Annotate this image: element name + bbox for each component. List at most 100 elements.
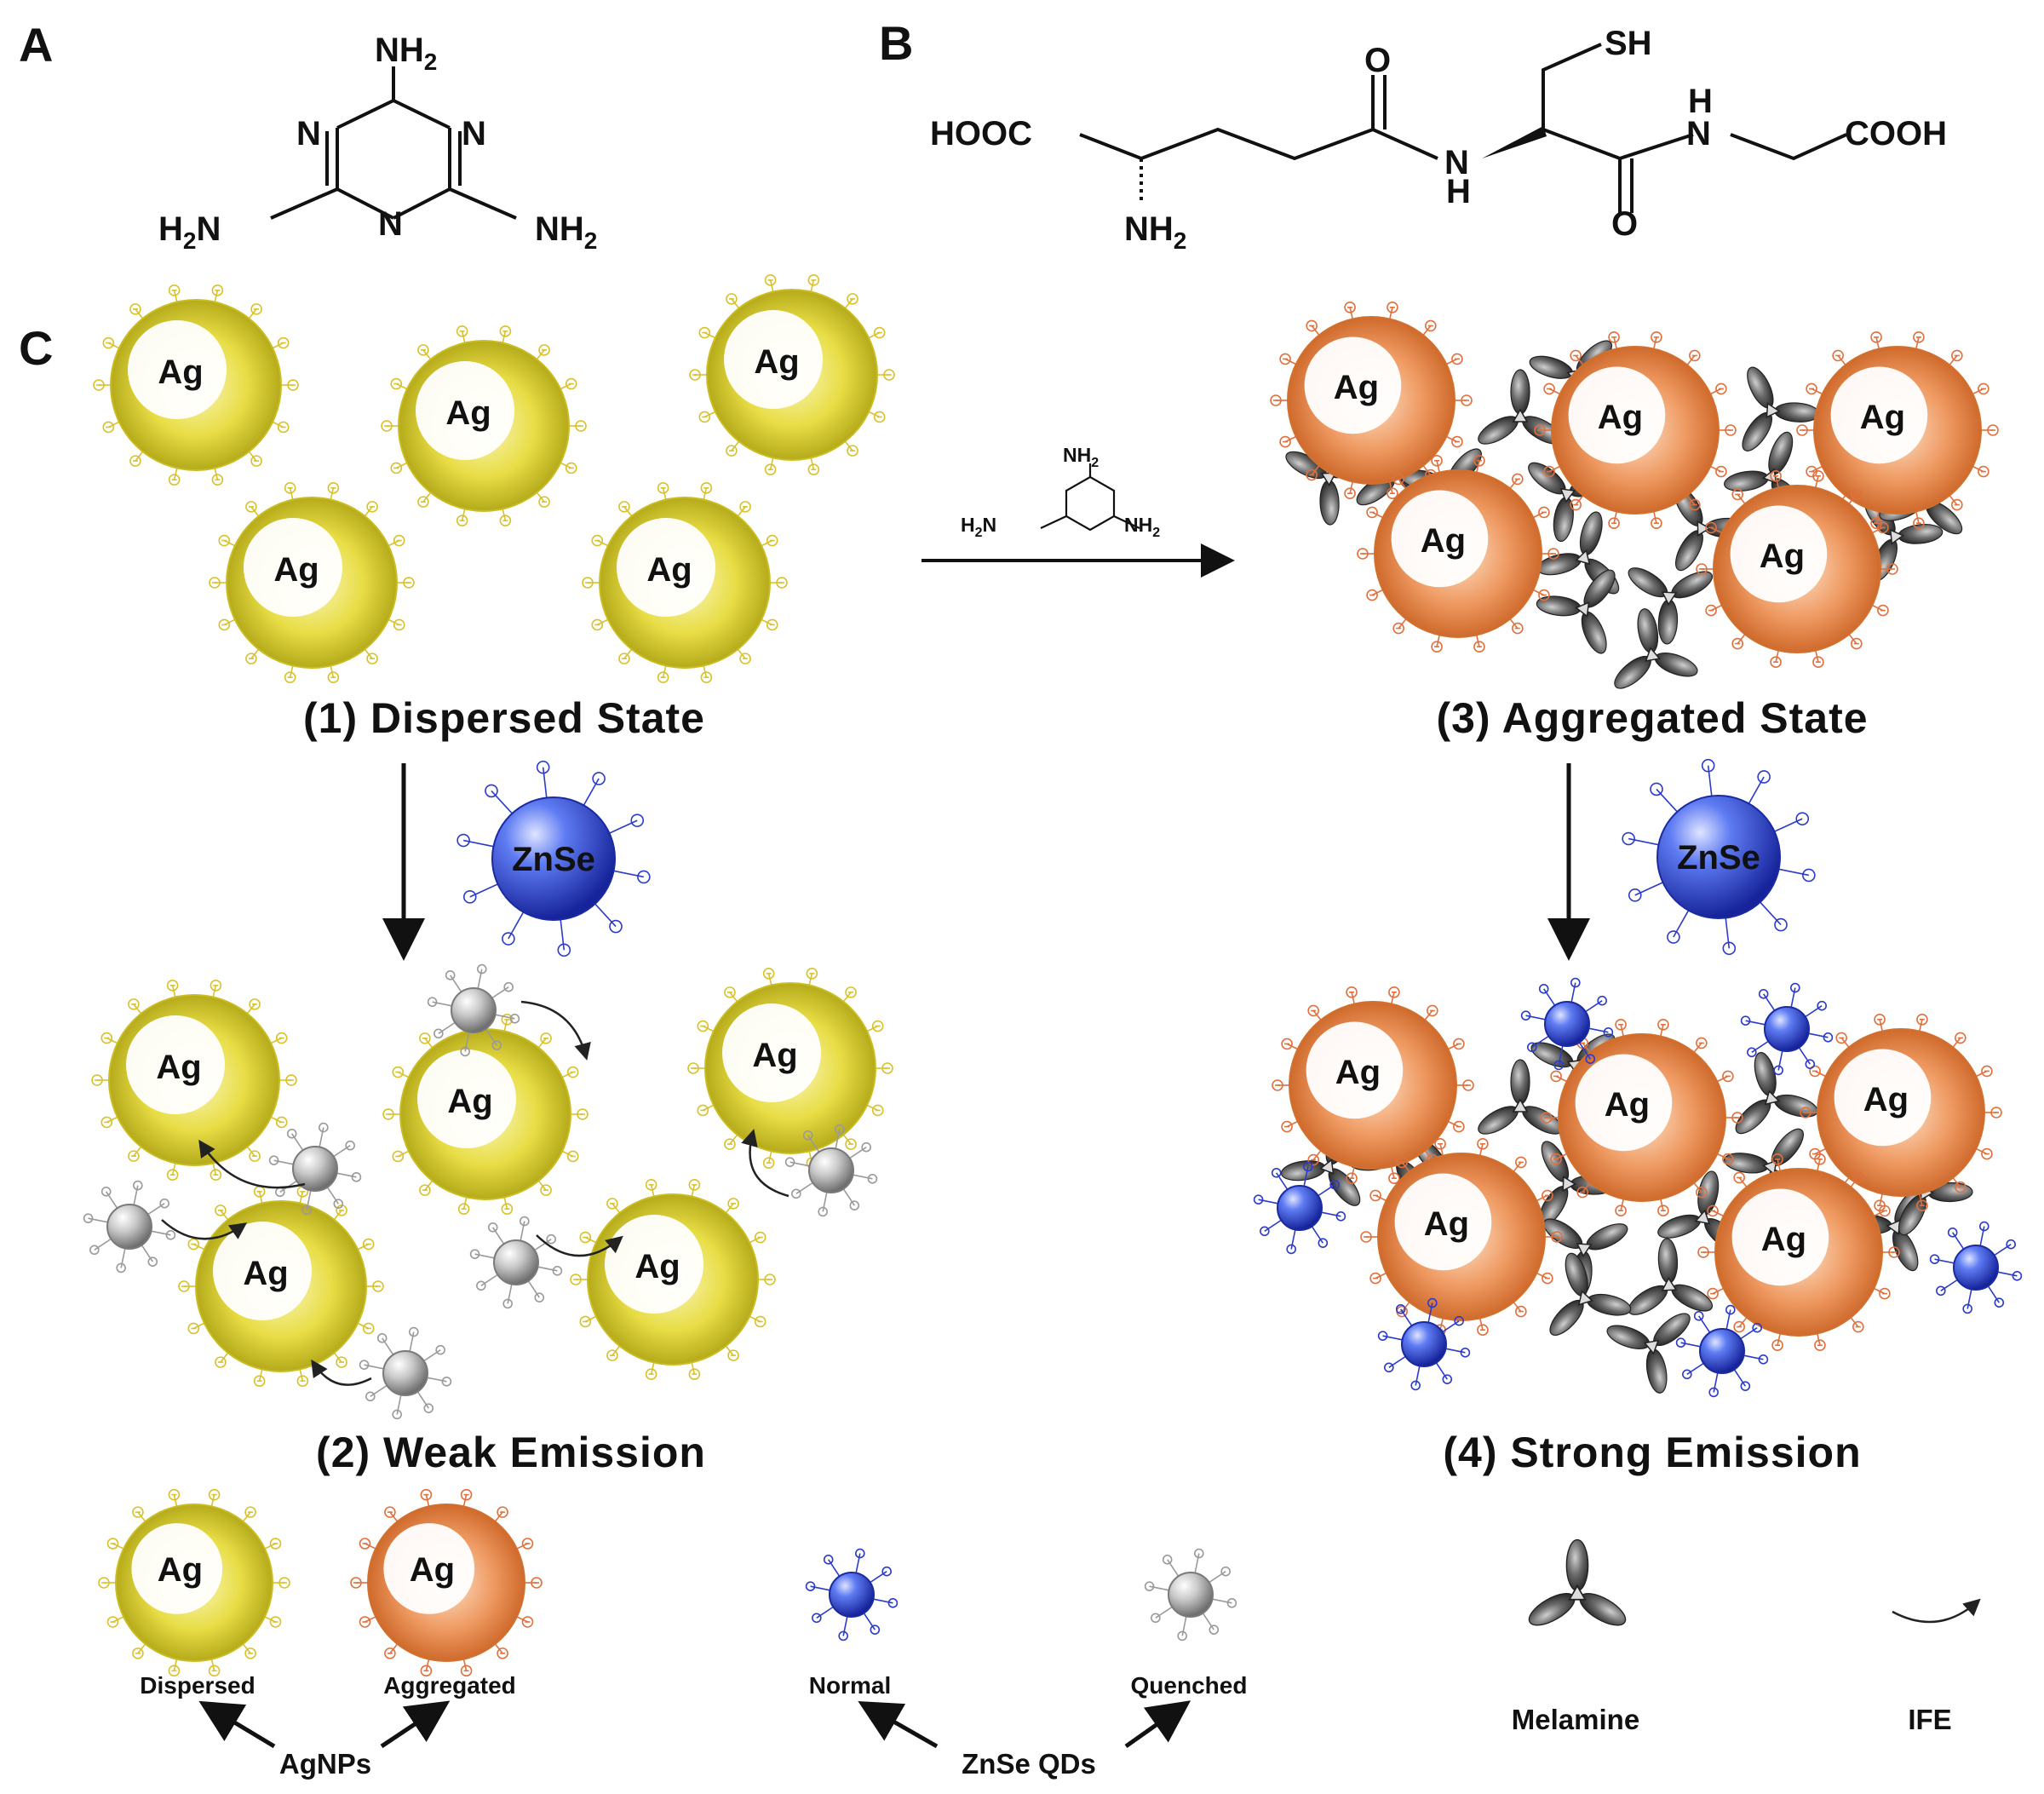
legend-arrow-aggregated (380, 1700, 451, 1749)
znse-label: ZnSe (1677, 839, 1760, 877)
legend-ife-label: IFE (1908, 1704, 1951, 1735)
quenched-qd (469, 1216, 563, 1309)
ag-label: Ag (1598, 399, 1643, 436)
ag-label: Ag (445, 394, 491, 432)
aggregated-agnp: Ag (1357, 455, 1559, 653)
melamine-molecule (1536, 511, 1620, 595)
legend-arrow-dispersed (198, 1700, 276, 1749)
ag-label: Ag (1424, 1205, 1469, 1243)
aggregated-agnp: Ag (1360, 1138, 1563, 1336)
ag-label: Ag (158, 1551, 203, 1589)
ag-label: Ag (752, 1037, 797, 1074)
normal-qd (1740, 982, 1834, 1076)
mini-melamine-structure: NH2 H2N NH2 (961, 444, 1160, 540)
melamine-molecule (1549, 1252, 1632, 1336)
ag-label: Ag (1605, 1086, 1650, 1124)
mini-melamine-n-right: NH2 (1124, 514, 1160, 540)
quenched-qd (784, 1124, 878, 1217)
legend-melamine-molecule (1528, 1538, 1627, 1626)
legend-quenched-label: Quenched (1131, 1672, 1248, 1699)
ag-label: Ag (1421, 522, 1466, 560)
gsh-nh2: NH2 (1124, 210, 1186, 254)
dispersed-agnp: Ag (582, 482, 788, 683)
ife-arrow (161, 1219, 248, 1240)
gsh-o-top: O (1364, 42, 1391, 79)
dispersed-agnp: Ag (570, 1179, 776, 1380)
melamine-ring-n-bottom: N (378, 205, 403, 243)
gsh-o-bottom: O (1611, 205, 1638, 243)
aggregated-agnp: Ag (1534, 331, 1737, 529)
melamine-n-top: NH2 (375, 32, 437, 75)
legend-dispersed-label: Dispersed (140, 1672, 255, 1699)
legend-arrow-quenched (1124, 1700, 1191, 1749)
ife-arrow (198, 1139, 306, 1189)
dispersed-agnp: Ag (178, 1186, 384, 1387)
legend-ife-arrow (1892, 1598, 1981, 1624)
ag-label: Ag (447, 1083, 492, 1120)
legend-melamine-label: Melamine (1512, 1704, 1639, 1735)
glutathione-structure: HOOC NH2 O N H SH O H N COOH (930, 25, 1947, 254)
ag-label: Ag (273, 551, 319, 589)
ag-label: Ag (1863, 1081, 1909, 1118)
quenched-qd (427, 963, 520, 1057)
gsh-n-amide-2: N (1686, 115, 1711, 152)
ag-label: Ag (1761, 1221, 1806, 1258)
ife-arrow (741, 1129, 789, 1198)
legend-normal-label: Normal (809, 1672, 891, 1699)
state-1-label: (1) Dispersed State (303, 694, 705, 742)
dispersed-agnp: Ag (91, 980, 297, 1181)
panel-label-a: A (19, 18, 53, 72)
melamine-n-left: H2N (158, 210, 221, 254)
normal-qd (1377, 1297, 1471, 1391)
normal-qd (1520, 977, 1614, 1071)
ife-arrow (520, 1000, 591, 1061)
ife-arrow (311, 1359, 372, 1386)
legend-arrow-normal (858, 1701, 939, 1749)
aggregated-agnp: Ag (1796, 331, 1999, 529)
dispersed-agnp: Ag (689, 274, 895, 475)
dispersed-agnp: Ag (209, 482, 415, 683)
ag-label: Ag (1760, 538, 1805, 575)
aggregated-agnp: Ag (1697, 1153, 1900, 1351)
state-2-label: (2) Weak Emission (316, 1429, 706, 1476)
melamine-molecule (1606, 1313, 1691, 1394)
ag-label: Ag (634, 1248, 680, 1285)
aggregated-agnp: Ag (1270, 302, 1473, 499)
legend-dispersed-agnp: Ag (98, 1488, 290, 1677)
melamine-structure: NH2 N N N H2N NH2 (158, 32, 597, 254)
ag-label: Ag (646, 551, 692, 589)
mini-melamine-n-left: H2N (961, 514, 996, 540)
znse-qd-large: ZnSe (1622, 758, 1816, 956)
dispersed-agnp: Ag (382, 1014, 589, 1215)
ag-label: Ag (754, 343, 799, 381)
melamine-ring-n-right: N (462, 115, 486, 152)
ag-label: Ag (1335, 1054, 1381, 1091)
panel-label-c: C (19, 321, 53, 375)
melamine-n-right: NH2 (535, 210, 597, 254)
normal-qd (1929, 1221, 2023, 1314)
mini-melamine-n-top: NH2 (1063, 444, 1099, 470)
ag-label: Ag (410, 1551, 455, 1589)
panel-label-b: B (879, 16, 913, 70)
dispersed-agnp: Ag (687, 968, 893, 1169)
melamine-ring-n-left: N (296, 115, 321, 152)
state-4-label: (4) Strong Emission (1443, 1429, 1861, 1476)
aggregated-agnp: Ag (1800, 1014, 2002, 1211)
legend-aggregated-agnp: Ag (350, 1488, 543, 1677)
normal-qd (1675, 1304, 1769, 1398)
gsh-n-amide-1: N (1444, 144, 1469, 181)
melamine-molecule (1742, 366, 1820, 451)
melamine-molecule (1735, 1051, 1818, 1135)
legend-aggregated-label: Aggregated (383, 1672, 516, 1699)
melamine-molecule (1628, 1238, 1714, 1315)
quenched-qd (359, 1326, 452, 1420)
aggregated-agnp: Ag (1272, 986, 1474, 1184)
melamine-molecule (1614, 608, 1698, 689)
normal-qd (1253, 1161, 1346, 1255)
quenched-qd (83, 1180, 176, 1274)
ag-label: Ag (243, 1255, 288, 1292)
znse-label: ZnSe (512, 841, 595, 878)
ag-label: Ag (1860, 399, 1905, 436)
